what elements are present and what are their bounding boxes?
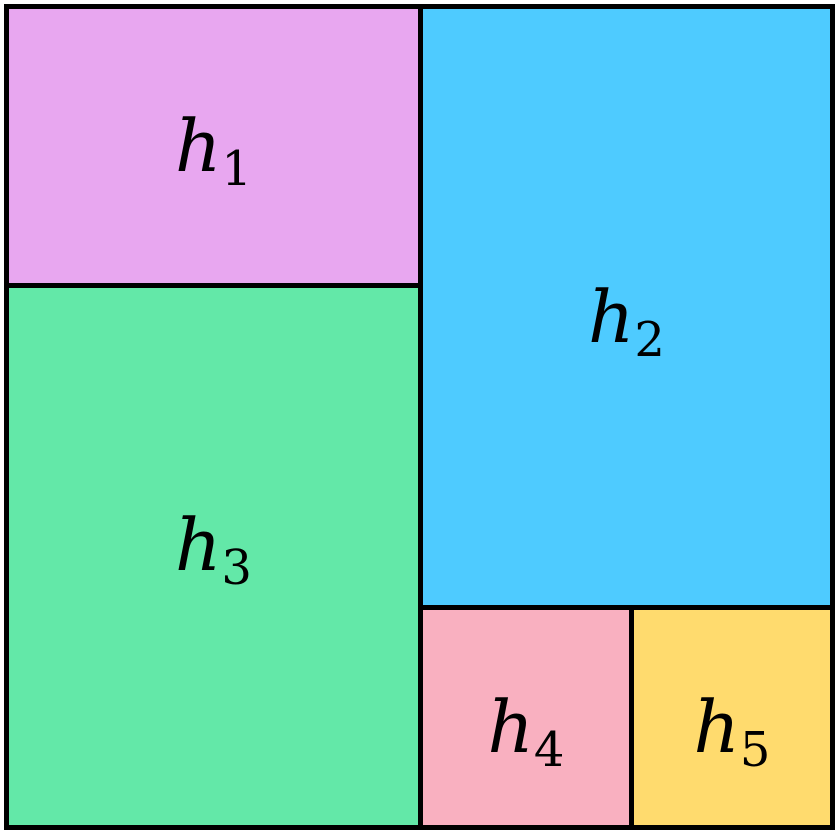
region-h4-label: h4 <box>487 685 565 778</box>
region-h1-label: h1 <box>175 103 252 197</box>
region-h5-label: h5 <box>693 685 771 778</box>
region-h3: h3 <box>4 283 423 830</box>
region-h4: h4 <box>418 605 634 830</box>
region-h5: h5 <box>629 605 835 830</box>
region-h1: h1 <box>4 4 423 288</box>
region-h3-label: h3 <box>175 503 252 596</box>
region-h2-label: h2 <box>588 274 665 368</box>
region-h2: h2 <box>418 4 835 610</box>
